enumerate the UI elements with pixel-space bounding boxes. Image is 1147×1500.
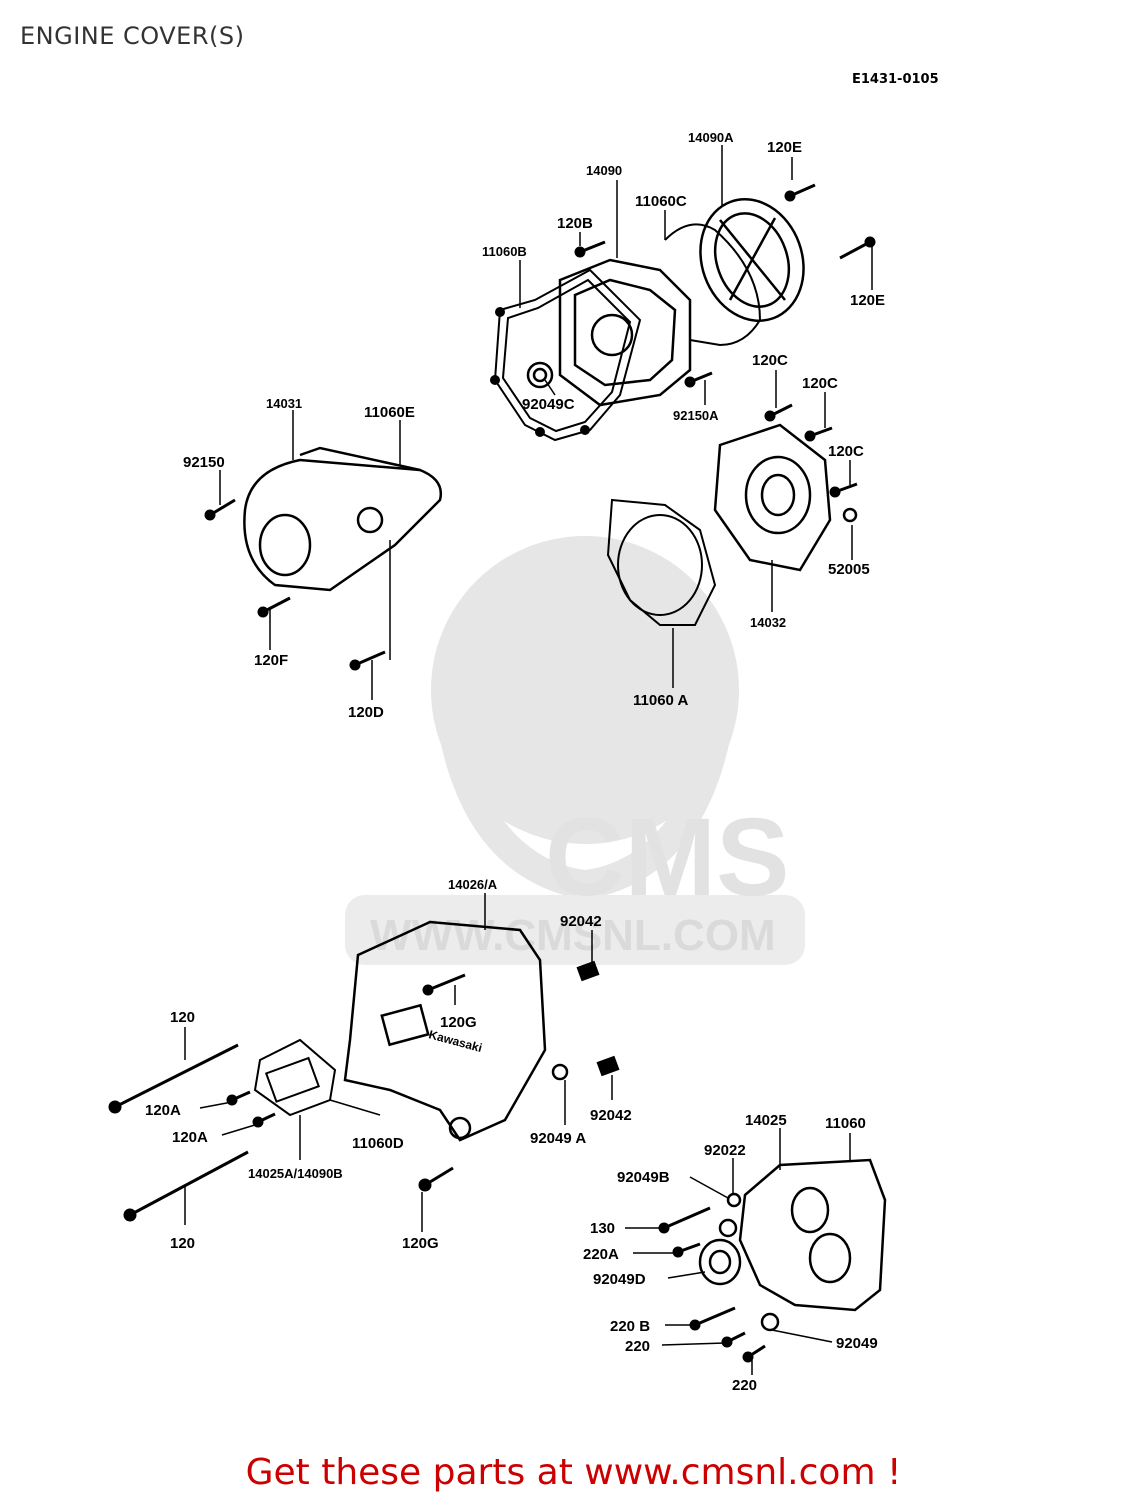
bolts-left	[204, 498, 386, 671]
label-14025A-14090B: 14025A/14090B	[248, 1166, 343, 1181]
watermark-brand: CMS	[545, 796, 789, 919]
label-92042-bottom: 92042	[590, 1107, 632, 1124]
label-220B: 220 B	[610, 1318, 650, 1335]
footer-promo: Get these parts at www.cmsnl.com !	[0, 1452, 1147, 1493]
gasket-11060a	[606, 498, 717, 626]
label-120F: 120F	[254, 652, 288, 669]
label-11060A: 11060 A	[633, 692, 688, 709]
label-92049: 92049	[836, 1335, 878, 1352]
label-92022: 92022	[704, 1142, 746, 1159]
label-120C-3: 120C	[828, 443, 864, 460]
gasket-11060b	[490, 268, 642, 442]
label-120A-2: 120A	[172, 1129, 208, 1146]
label-120G-bottom: 120G	[402, 1235, 439, 1252]
label-120-top: 120	[170, 1009, 195, 1026]
part-labels: 14090A 120E 14090 11060C 120B 11060B 120…	[145, 130, 885, 1394]
label-11060D: 11060D	[352, 1135, 404, 1152]
label-120B: 120B	[557, 215, 593, 232]
watermark: CMS WWW.CMSNL.COM	[345, 536, 805, 965]
label-14025: 14025	[745, 1112, 787, 1129]
label-92049A: 92049 A	[530, 1130, 586, 1147]
label-14031: 14031	[266, 396, 302, 411]
label-120C-2: 120C	[802, 375, 838, 392]
watermark-url: WWW.CMSNL.COM	[370, 911, 776, 960]
cover-14090a	[699, 198, 805, 322]
footer-link[interactable]: Get these parts at www.cmsnl.com !	[245, 1452, 902, 1493]
label-130: 130	[590, 1220, 615, 1237]
label-120-bottom: 120	[170, 1235, 195, 1252]
label-92049D: 92049D	[593, 1271, 646, 1288]
label-120G-mid: 120G	[440, 1014, 477, 1031]
label-14026A: 14026/A	[448, 877, 498, 892]
label-92049C: 92049C	[522, 396, 575, 413]
label-11060E: 11060E	[364, 404, 415, 421]
bolts-lower-left	[108, 960, 620, 1222]
label-92042-top: 92042	[560, 913, 602, 930]
cover-14032	[713, 423, 858, 572]
label-52005: 52005	[828, 561, 870, 578]
label-120A-1: 120A	[145, 1102, 181, 1119]
label-92150A: 92150A	[673, 408, 719, 423]
gasket-11060c	[664, 223, 762, 347]
cover-14090	[526, 258, 692, 407]
label-14090: 14090	[586, 163, 622, 178]
label-11060B: 11060B	[482, 244, 527, 259]
label-120E-top: 120E	[767, 139, 802, 156]
label-11060: 11060	[825, 1115, 866, 1132]
svg-text:Kawasaki: Kawasaki	[427, 1027, 483, 1055]
label-220A: 220A	[583, 1246, 619, 1263]
label-14090A: 14090A	[688, 130, 734, 145]
label-220-bottom: 220	[732, 1377, 757, 1394]
label-120C-1: 120C	[752, 352, 788, 369]
diagram-code: E1431-0105	[852, 72, 939, 87]
cover-14025	[698, 1158, 887, 1332]
leader-lines	[184, 145, 873, 1375]
bolts-top	[574, 183, 876, 498]
label-14032: 14032	[750, 615, 786, 630]
label-92150: 92150	[183, 454, 225, 471]
cover-14031	[243, 446, 443, 592]
label-92049B: 92049B	[617, 1169, 670, 1186]
label-220-mid: 220	[625, 1338, 650, 1355]
page-title: ENGINE COVER(S)	[20, 22, 245, 50]
label-120E-right: 120E	[850, 292, 885, 309]
gasket-11060d	[253, 1038, 337, 1117]
label-11060C: 11060C	[635, 193, 687, 210]
bolts-lower-right	[658, 1206, 766, 1363]
label-120D: 120D	[348, 704, 384, 721]
